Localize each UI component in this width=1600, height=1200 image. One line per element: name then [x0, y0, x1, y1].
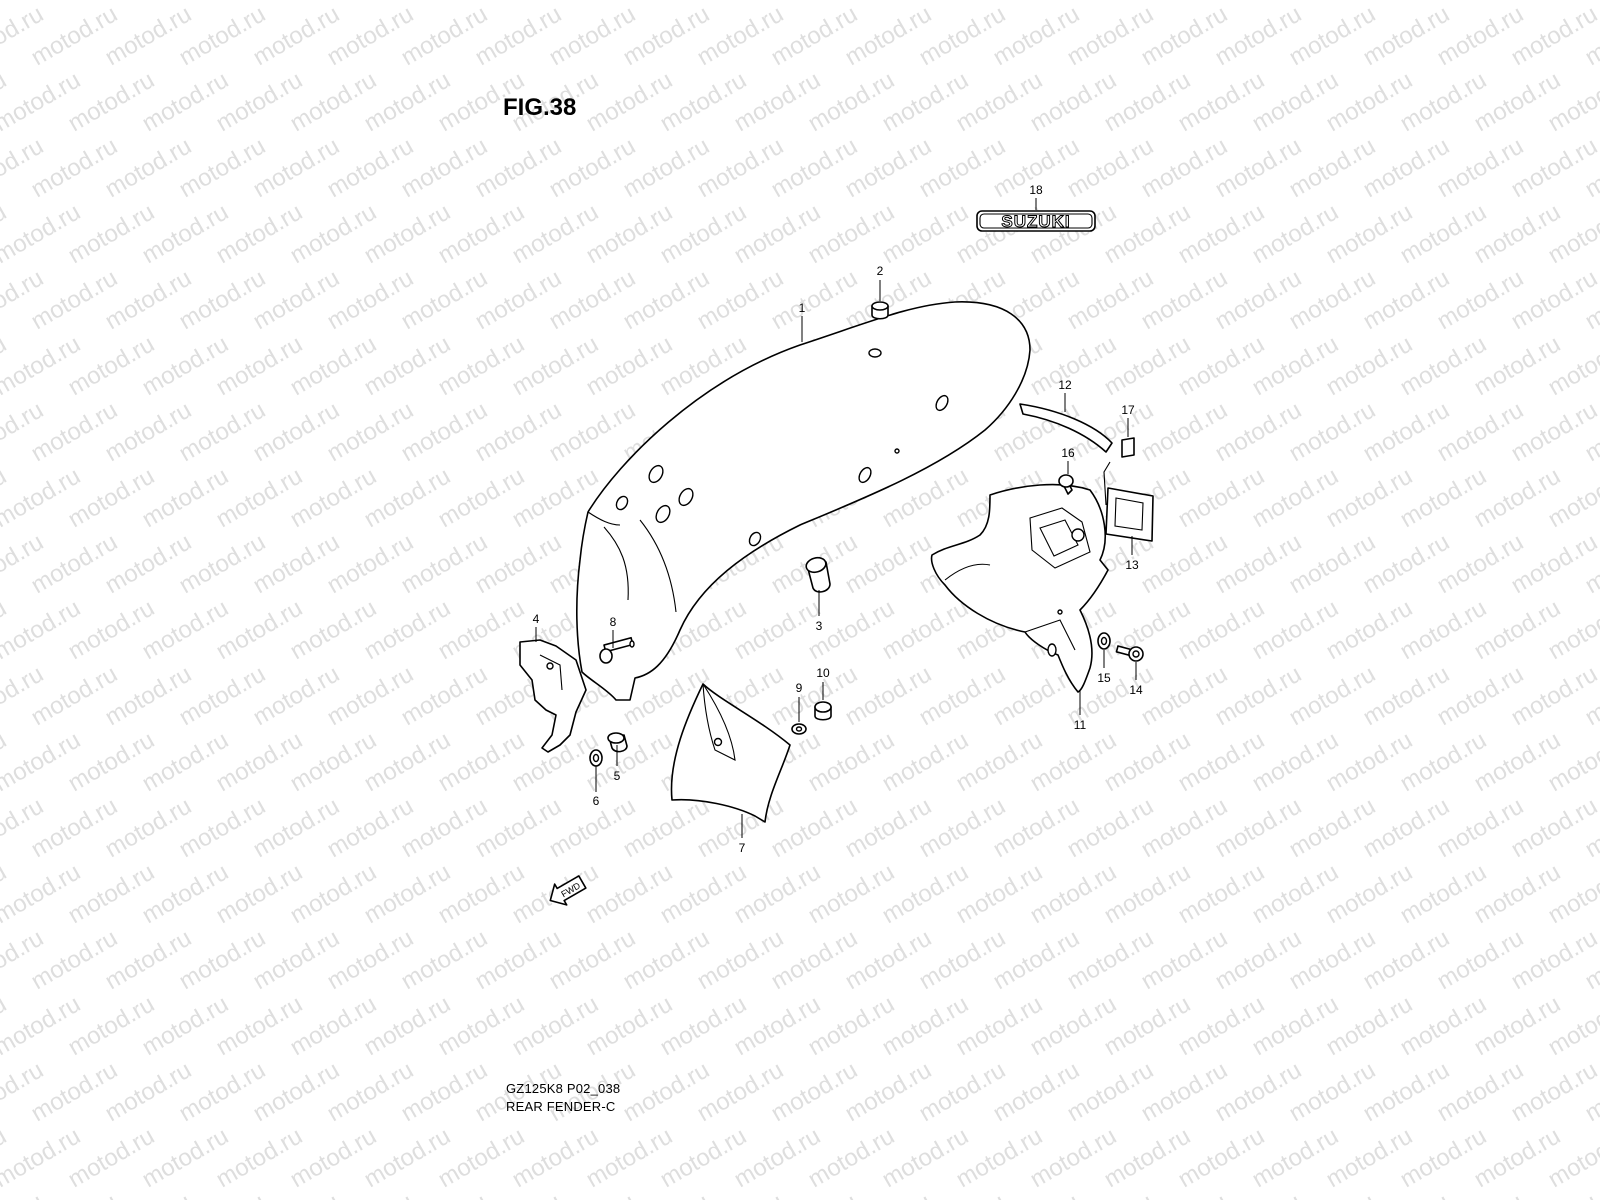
- callout-8: 8: [610, 615, 617, 629]
- callout-2: 2: [877, 264, 884, 278]
- fwd-arrow-icon: FWD: [549, 875, 587, 906]
- callout-4: 4: [533, 612, 540, 626]
- figure-title: FIG.38: [503, 94, 577, 121]
- washer-part-15: [1097, 632, 1111, 650]
- grommet-part-2: [871, 301, 889, 320]
- mud-flap-part-7: [670, 683, 791, 823]
- clip-part-17: [1103, 437, 1135, 506]
- leader-lines: [535, 198, 1137, 838]
- model-code: GZ125K8 P02_038: [506, 1081, 621, 1096]
- callout-1: 1: [799, 301, 806, 315]
- callout-14: 14: [1129, 683, 1143, 697]
- callout-7: 7: [739, 841, 746, 855]
- callout-5: 5: [614, 769, 621, 783]
- emblem-part-18: SUZUKI: [976, 210, 1096, 232]
- emblem-text: SUZUKI: [1001, 212, 1070, 231]
- callout-6: 6: [593, 794, 600, 808]
- washer-part-9: [791, 723, 807, 735]
- bolt-part-14: [1115, 645, 1144, 662]
- callout-11: 11: [1074, 718, 1087, 732]
- callout-15: 15: [1097, 671, 1111, 685]
- callout-16: 16: [1061, 446, 1075, 460]
- callout-10: 10: [816, 666, 830, 680]
- nut-part-10: [814, 701, 832, 721]
- cushion-part-3: [805, 556, 831, 593]
- screw-part-16: [1058, 474, 1074, 495]
- callout-3: 3: [816, 619, 823, 633]
- callout-13: 13: [1125, 558, 1139, 572]
- callout-12: 12: [1058, 378, 1072, 392]
- license-bracket-part-11: [930, 483, 1109, 693]
- callout-labels: 1 2 3 4 5 6 7 8 9 10 11 12 13 14 15 16 1…: [533, 183, 1143, 855]
- rear-fender-part: [576, 301, 1031, 701]
- washer-part-6: [589, 749, 603, 767]
- callout-18: 18: [1029, 183, 1043, 197]
- section-name: REAR FENDER-C: [506, 1099, 616, 1114]
- pad-part-13: [1105, 487, 1154, 542]
- bracket-part-4: [519, 639, 587, 753]
- nut-part-5: [607, 732, 628, 753]
- callout-9: 9: [796, 681, 803, 695]
- callout-17: 17: [1121, 403, 1135, 417]
- bolt-part-8: [599, 636, 635, 664]
- strip-part-12: [1019, 403, 1113, 453]
